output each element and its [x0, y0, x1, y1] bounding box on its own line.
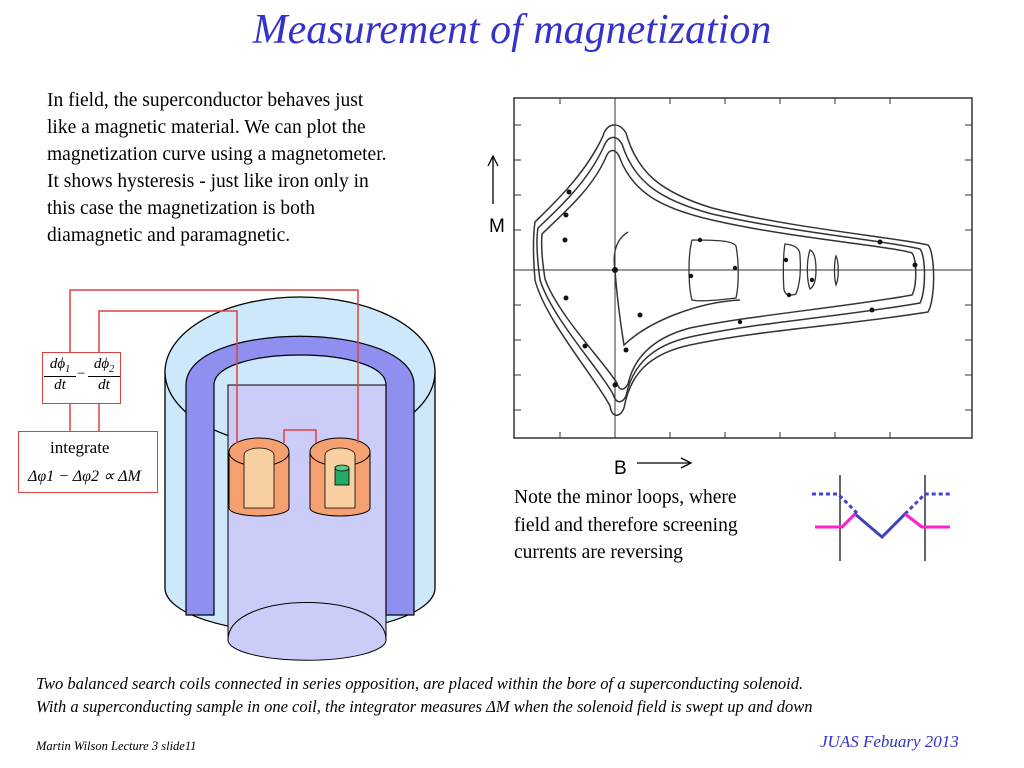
difference-box	[42, 352, 121, 404]
minor-loop-note: Note the minor loops, where field and th…	[514, 484, 804, 567]
fraction-2: dϕ2 dt	[88, 356, 120, 394]
integrate-label: integrate	[50, 438, 110, 457]
frac2-numerator: dϕ	[93, 356, 110, 372]
caption-line: Two balanced search coils connected in s…	[36, 674, 804, 693]
search-coil-left	[228, 437, 290, 517]
minor-loop	[688, 239, 739, 302]
frac2-denominator: dt	[98, 377, 110, 393]
virgin-curve	[613, 231, 741, 347]
intro-line: diamagnetic and paramagnetic.	[47, 225, 291, 246]
minor-loops	[688, 239, 839, 302]
solenoid-diagram	[69, 289, 436, 661]
superconducting-solenoid	[185, 335, 415, 616]
minor-loop-sketch	[812, 475, 950, 561]
integrate-equation: Δφ1 − Δφ2 ∝ ΔM	[28, 468, 141, 485]
note-line: field and therefore screening	[514, 514, 738, 536]
minor-loop	[806, 249, 817, 290]
intro-paragraph: In field, the superconductor behaves jus…	[47, 87, 457, 249]
note-line: Note the minor loops, where	[514, 487, 737, 508]
intro-line: In field, the superconductor behaves jus…	[47, 90, 364, 111]
graph-frame	[513, 97, 973, 439]
note-line: currents are reversing	[514, 542, 683, 563]
intro-line: like a magnetic material. We can plot th…	[47, 117, 366, 138]
integrator-box	[18, 431, 158, 493]
footer-author: Martin Wilson Lecture 3 slide11	[36, 739, 197, 753]
minor-loop	[782, 243, 802, 296]
frac1-denominator: dt	[54, 377, 66, 393]
intro-line: magnetization curve using a magnetometer…	[47, 144, 387, 165]
minor-loop	[833, 254, 839, 287]
solenoid-bore	[227, 384, 387, 661]
graph-arrows	[487, 154, 693, 469]
slide-title: Measurement of magnetization	[252, 7, 772, 53]
graph-ticks	[514, 98, 972, 438]
footer-event: JUAS Febuary 2013	[820, 732, 959, 751]
caption-line: With a superconducting sample in one coi…	[36, 697, 813, 716]
frac1-numerator: dϕ	[49, 356, 66, 372]
fraction-1: dϕ1 dt	[44, 356, 76, 394]
coil-wiring	[69, 289, 359, 443]
hysteresis-loop	[536, 136, 926, 403]
frac2-subscript: 2	[109, 364, 115, 375]
graph-x-label: B	[614, 458, 627, 479]
graph-y-label: M	[489, 216, 505, 237]
figure-caption: Two balanced search coils connected in s…	[36, 672, 1016, 718]
frac1-subscript: 1	[65, 364, 71, 375]
hysteresis-loop	[532, 124, 935, 416]
intro-line: this case the magnetization is both	[47, 198, 316, 219]
hysteresis-loops	[532, 124, 935, 416]
search-coil-right	[309, 437, 371, 517]
intro-line: It shows hysteresis - just like iron onl…	[47, 171, 369, 192]
hysteresis-loop	[540, 149, 917, 390]
magnetization-graph	[487, 97, 973, 469]
graph-data-points	[562, 189, 918, 388]
minus-sign: −	[75, 366, 87, 382]
